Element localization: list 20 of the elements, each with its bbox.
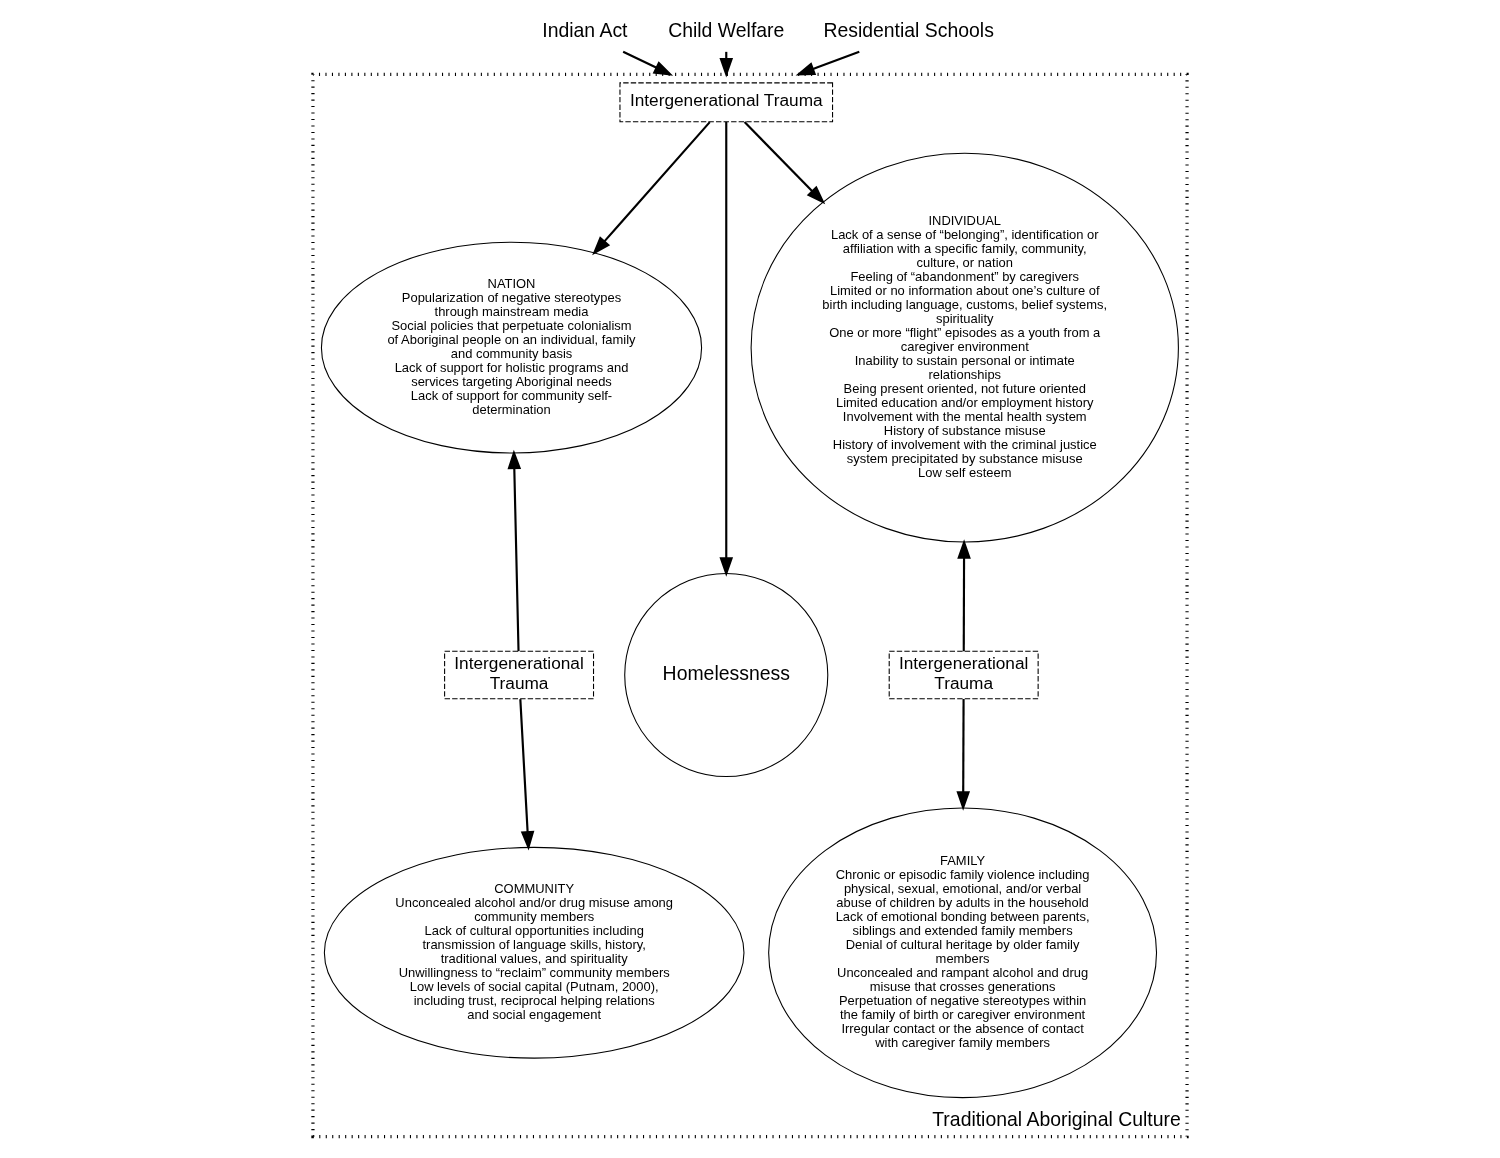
arrow	[743, 121, 826, 205]
node-circle: Homelessness	[624, 572, 829, 778]
node-ellipse: FAMILY Chronic or episodic family violence including physical, sexual, emotional, and/or verbal abuse of children by adults in the household Lack of emotional bonding between parents, siblings and extended family members Denial of cultural heritage by older family members Unconcealed and rampant alcohol and drug misuse that crosses generations Perpetuation of negative stereotypes within the family of birth or caregiver environment Irregular contact or the absence of contact with caregiver family members	[768, 807, 1158, 1099]
node-ellipse: COMMUNITY Unconcealed alcohol and/or drug misuse among community members Lack of cultural opportunities including transmission of language skills, history, traditional values, and spirituality Unwillingness to “reclaim” community members Low levels of social capital (Putnam, 2000), including trust, reciprocal helping relations and social engagement	[323, 846, 745, 1059]
node-text: Residential Schools	[823, 18, 994, 41]
node-box: Intergenerational Trauma	[444, 650, 595, 700]
arrow	[519, 699, 535, 851]
node-box: Intergenerational Trauma	[619, 82, 834, 123]
node-ellipse: NATION Popularization of negative stereotypes through mainstream media Social policies that perpetuate colonialism of Aboriginal people on an individual, family and community basis Lack of support for holistic programs and services targeting Aboriginal needs Lack of support for community self-determination	[320, 241, 703, 454]
node-text: Indian Act	[542, 18, 628, 41]
arrow	[719, 122, 734, 577]
arrow	[795, 50, 860, 76]
arrow	[957, 539, 971, 652]
node-circle: INDIVIDUAL Lack of a sense of “belonging”, identification or affiliation with a specific family, community, culture, or nation Feeling of “abandonment” by caregivers Limited or no information about one’s culture of birth including language, customs, belief systems, spirituality One or more “flight” episodes as a youth from a caregiver environment Inability to sustain personal or intimate relationships Being present oriented, not future oriented Limited education and/or employment history Involvement with the mental health system History of substance misuse History of involvement with the criminal justice system precipitated by substance misuse Low self esteem	[750, 152, 1179, 543]
arrow	[592, 121, 711, 256]
node-box: Intergenerational Trauma	[888, 650, 1039, 700]
arrow	[507, 449, 522, 652]
arrow	[622, 50, 674, 76]
node-text: Child Welfare	[668, 18, 785, 41]
arrow	[956, 699, 971, 811]
